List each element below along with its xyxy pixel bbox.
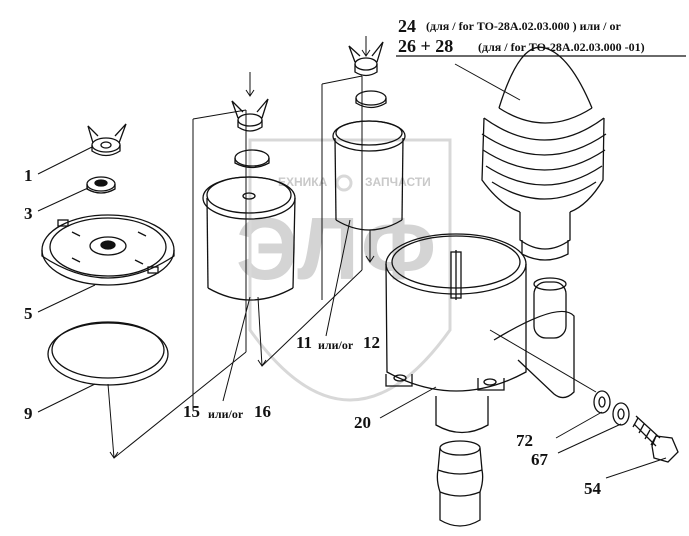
callout-20: 20 [354,413,371,432]
callout-3: 3 [24,204,33,223]
callout-15: 15 [183,402,200,421]
large-filter-icon [202,98,296,301]
wing-nut-icon [87,123,127,157]
header-line2-number: 26 + 28 [398,36,454,56]
assembly-lines [107,36,597,459]
callout-16: 16 [254,402,271,421]
cover-plate-icon [41,214,175,286]
housing-icon [385,233,575,434]
callout-72: 72 [516,431,533,450]
header-line1-note: (для / for ТО-28А.02.03.000 ) или / or [426,19,621,33]
callout-5: 5 [24,304,33,323]
callout-15-or: или/or [208,407,244,421]
spring-washer-icon [593,390,611,414]
callout-12: 12 [363,333,380,352]
rubber-boot-icon [436,440,484,527]
watermark-text-left: ЕХНИКА [278,175,328,189]
flat-washer-icon [612,402,630,426]
callout-67: 67 [531,450,548,469]
callout-9: 9 [24,404,33,423]
callout-1: 1 [24,166,33,185]
leader-lines [37,63,667,479]
header-line2-note: (для / for ТО-28А.02.03.000 -01) [478,40,645,54]
conical-cap-icon [481,46,607,261]
small-filter-icon [332,41,406,231]
washer-icon [86,176,116,194]
bolt-icon [632,415,679,463]
sealing-ring-icon [47,321,169,386]
watermark-text-right: ЗАПЧАСТИ [365,175,431,189]
callout-11-or: или/or [318,338,354,352]
callout-11: 11 [296,333,313,352]
callout-54: 54 [584,479,601,498]
watermark-emblem [248,138,452,402]
header-line1-number: 24 [398,16,416,36]
